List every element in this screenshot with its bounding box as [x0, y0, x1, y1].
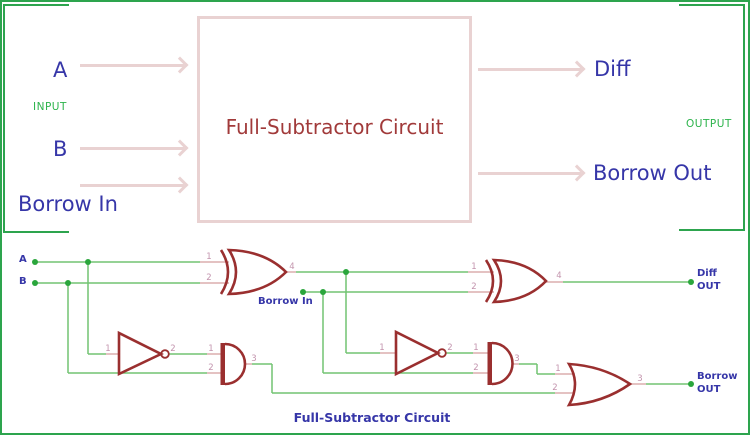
pin-label: 4 [556, 271, 561, 281]
block-title: Full-Subtractor Circuit [225, 114, 444, 139]
arrow-right-icon [80, 147, 184, 150]
pin-label: 1 [208, 344, 213, 354]
output-section-label: OUTPUT [686, 118, 732, 130]
borrow-out-line2: OUT [697, 384, 721, 395]
pin-label: 1 [206, 252, 211, 262]
net-label-borrow-out: Borrow OUT [697, 370, 737, 396]
input-label-b: B [53, 137, 68, 161]
arrow-right-icon [80, 184, 184, 187]
output-label-diff: Diff [594, 57, 631, 81]
output-label-borrow-out: Borrow Out [593, 161, 712, 185]
pin-label: 4 [289, 262, 294, 272]
input-section-label: INPUT [33, 101, 67, 113]
net-label-b: B [19, 276, 27, 287]
schematic-caption: Full-Subtractor Circuit [293, 410, 451, 425]
input-label-a: A [53, 58, 68, 82]
pin-label: 1 [379, 343, 384, 353]
pin-label: 1 [471, 262, 476, 272]
arrow-right-icon [80, 64, 184, 67]
pin-label: 1 [473, 343, 478, 353]
not-gate-1 [117, 330, 170, 377]
net-label-a: A [19, 254, 27, 265]
diff-out-line2: OUT [697, 281, 721, 292]
arrow-right-icon [478, 172, 581, 175]
pin-label: 3 [514, 354, 519, 364]
diff-out-line1: Diff [697, 268, 717, 279]
and-gate-1 [220, 342, 247, 386]
net-label-borrow-in: Borrow In [258, 296, 313, 307]
xor-gate-1 [219, 248, 288, 296]
borrow-out-line1: Borrow [697, 371, 738, 382]
full-subtractor-block: Full-Subtractor Circuit [197, 16, 472, 223]
output-bracket [679, 4, 745, 231]
or-gate [566, 362, 633, 407]
arrow-right-icon [478, 68, 581, 71]
wires [35, 261, 691, 394]
pin-numbers: 1 2 4 1 2 1 2 3 1 2 4 1 2 1 2 3 1 2 3 [105, 252, 642, 393]
pin-label: 2 [552, 383, 557, 393]
pin-label: 3 [251, 354, 256, 364]
pin-label: 2 [471, 282, 476, 292]
pin-label: 1 [105, 344, 110, 354]
xor-gate-2 [484, 258, 548, 304]
net-label-diff-out: Diff OUT [697, 267, 720, 293]
input-bracket [3, 4, 69, 233]
not-gate-2 [394, 329, 447, 377]
pin-label: 2 [208, 363, 213, 373]
input-label-borrow-in: Borrow In [18, 192, 118, 216]
and-gate-2 [487, 341, 514, 386]
pin-label: 2 [473, 363, 478, 373]
stub-wires [106, 261, 646, 394]
pin-label: 2 [447, 343, 452, 353]
pin-label: 1 [555, 364, 560, 374]
pin-label: 3 [637, 374, 642, 384]
pin-label: 2 [206, 273, 211, 283]
junction-dots [32, 259, 694, 387]
pin-label: 2 [170, 344, 175, 354]
